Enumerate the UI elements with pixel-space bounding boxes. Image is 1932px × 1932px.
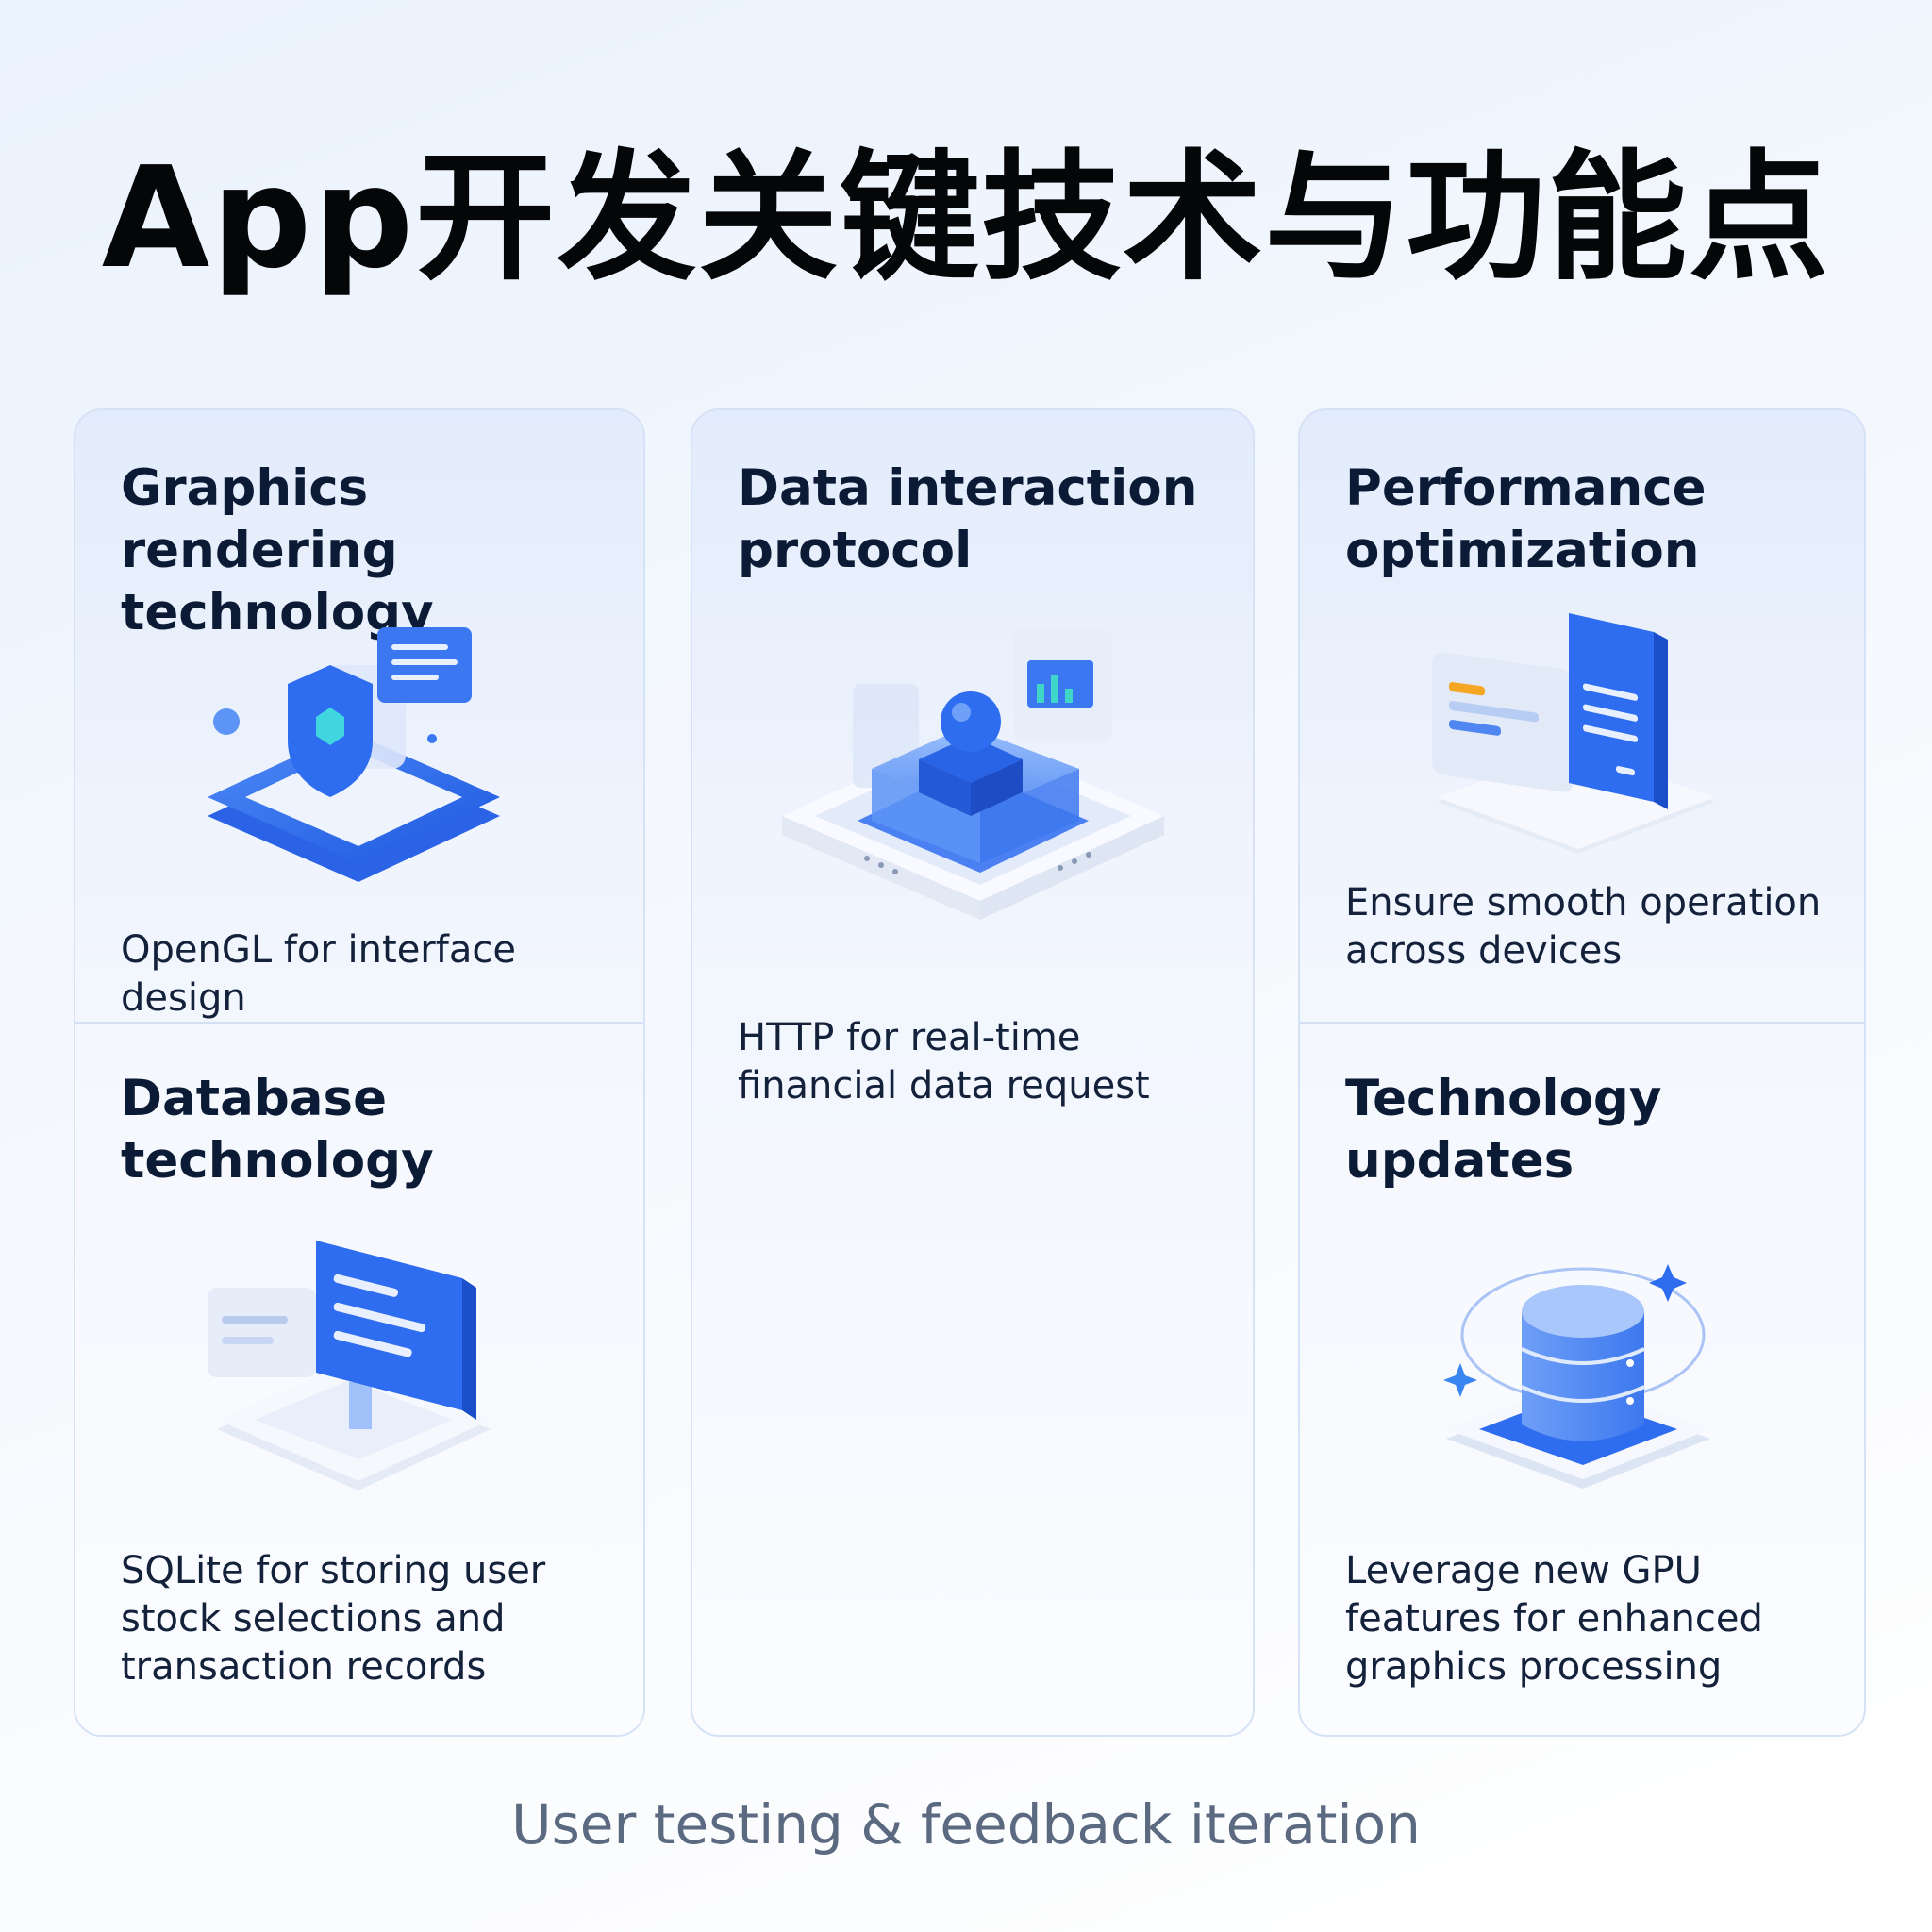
card-divider [1300,1022,1864,1024]
database-stack-icon [1443,1264,1710,1489]
updates-heading: Technology updates [1345,1070,1662,1190]
performance-heading: Performance optimization [1345,459,1707,579]
footer-caption: User testing & feedback iteration [511,1792,1421,1857]
graphics-description: OpenGL for interface design [121,928,516,1020]
card-divider [75,1022,643,1024]
monitor-server-icon [1432,613,1715,854]
data-heading: Data interaction protocol [738,459,1198,579]
database-description: SQLite for storing user stock selections… [121,1549,546,1689]
card-data-interaction: Data interaction protocol HTTP for real-… [691,408,1255,1737]
data-description: HTTP for real-time financial data reques… [738,1016,1150,1108]
page-title: App开发关键技术与功能点 [101,137,1831,299]
computer-monitor-icon [208,1241,491,1491]
network-cube-icon [782,627,1164,920]
card-graphics-database: Graphics rendering technology OpenGL for… [74,408,645,1737]
updates-description: Leverage new GPU features for enhanced g… [1345,1549,1763,1689]
card-performance-updates: Performance optimization Ensure smooth o… [1298,408,1866,1737]
database-heading: Database technology [121,1070,434,1190]
graphics-heading: Graphics rendering technology [121,459,434,641]
shield-platform-icon [208,627,500,882]
performance-description: Ensure smooth operation across devices [1345,881,1822,973]
